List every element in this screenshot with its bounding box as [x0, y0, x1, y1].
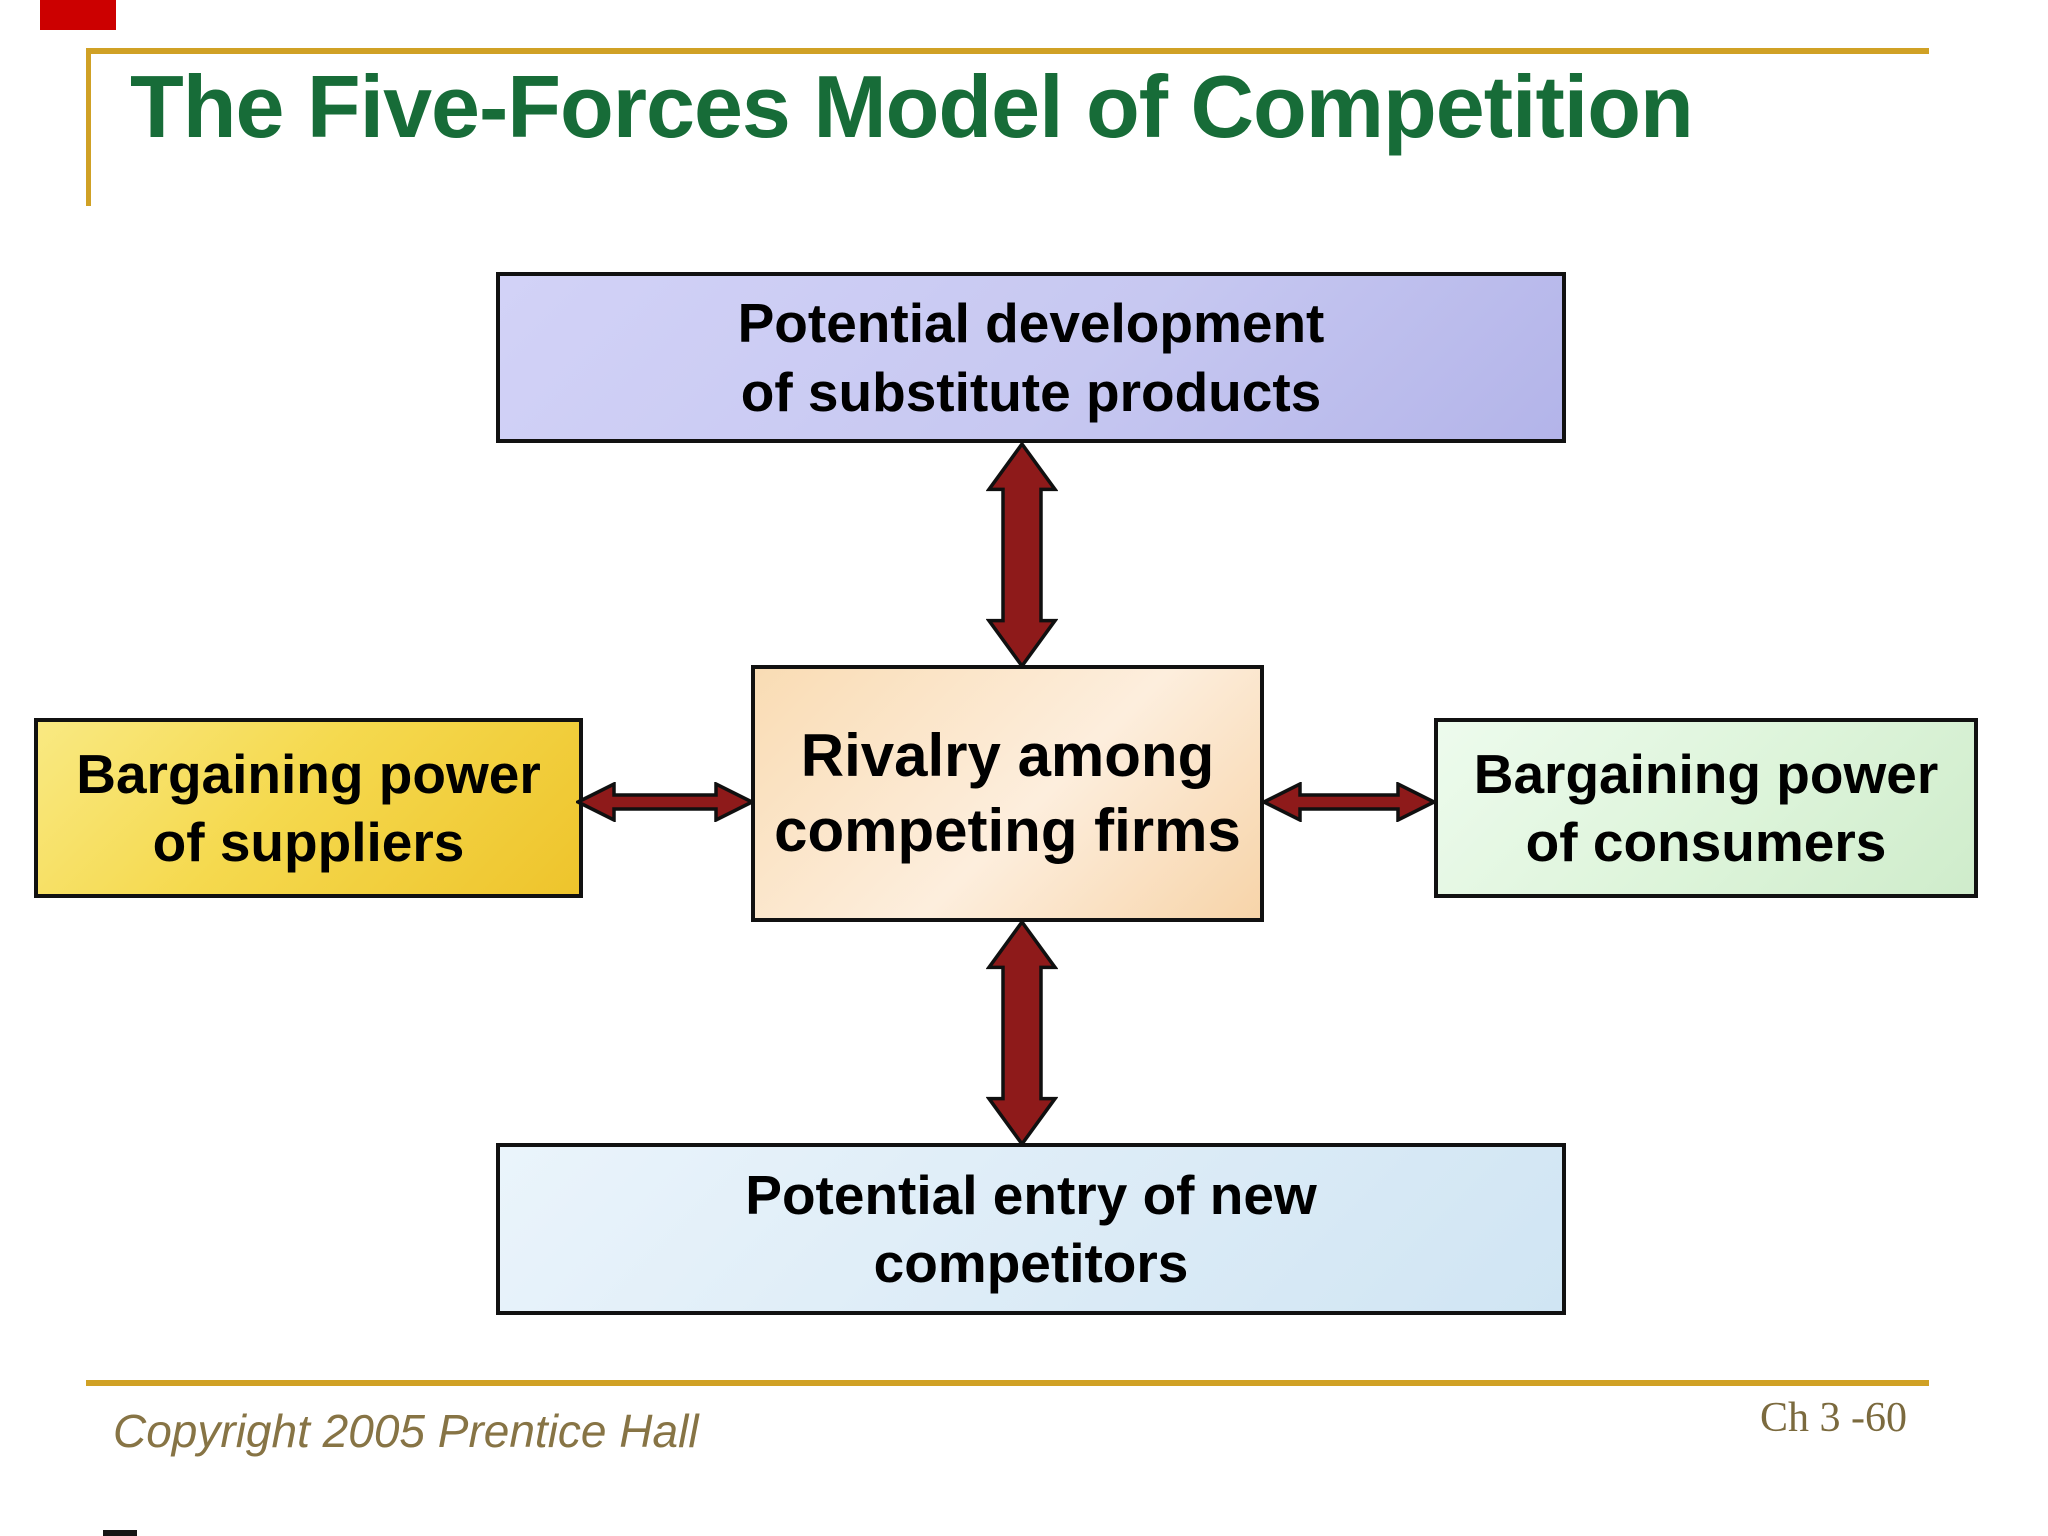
box-substitute-products-line1: Potential development: [737, 292, 1325, 355]
box-consumers-line1: Bargaining power: [1473, 742, 1939, 805]
page-number-label: Ch 3 -60: [1760, 1395, 1907, 1441]
footer-rule: [86, 1380, 1929, 1386]
double-arrow-vertical-bottom-icon: [986, 920, 1058, 1146]
box-rivalry-line2: competing firms: [774, 796, 1241, 864]
box-substitute-products: Potential development of substitute prod…: [496, 272, 1566, 443]
copyright-text: Copyright 2005 Prentice Hall: [113, 1405, 699, 1457]
box-consumers-line2: of consumers: [1525, 811, 1887, 873]
box-consumers: Bargaining power of consumers: [1434, 718, 1978, 898]
box-new-entrants-line1: Potential entry of new: [745, 1163, 1317, 1226]
box-rivalry: Rivalry among competing firms: [751, 665, 1264, 922]
box-suppliers-line2: of suppliers: [152, 811, 465, 873]
box-new-entrants-line2: competitors: [873, 1232, 1189, 1294]
box-rivalry-line1: Rivalry among: [800, 722, 1215, 790]
footer-bullet-square: [103, 1530, 137, 1536]
box-substitute-products-line2: of substitute products: [740, 360, 1322, 423]
box-new-entrants: Potential entry of new competitors: [496, 1143, 1566, 1315]
title-left-rule: [86, 48, 91, 206]
box-suppliers-line1: Bargaining power: [76, 742, 541, 805]
box-suppliers: Bargaining power of suppliers: [34, 718, 583, 898]
double-arrow-horizontal-left-icon: [576, 782, 754, 822]
slide-title: The Five-Forces Model of Competition: [130, 57, 1694, 156]
double-arrow-horizontal-right-icon: [1262, 782, 1436, 822]
double-arrow-vertical-top-icon: [986, 442, 1058, 668]
title-top-rule: [86, 48, 1929, 54]
top-left-red-accent: [40, 0, 116, 30]
